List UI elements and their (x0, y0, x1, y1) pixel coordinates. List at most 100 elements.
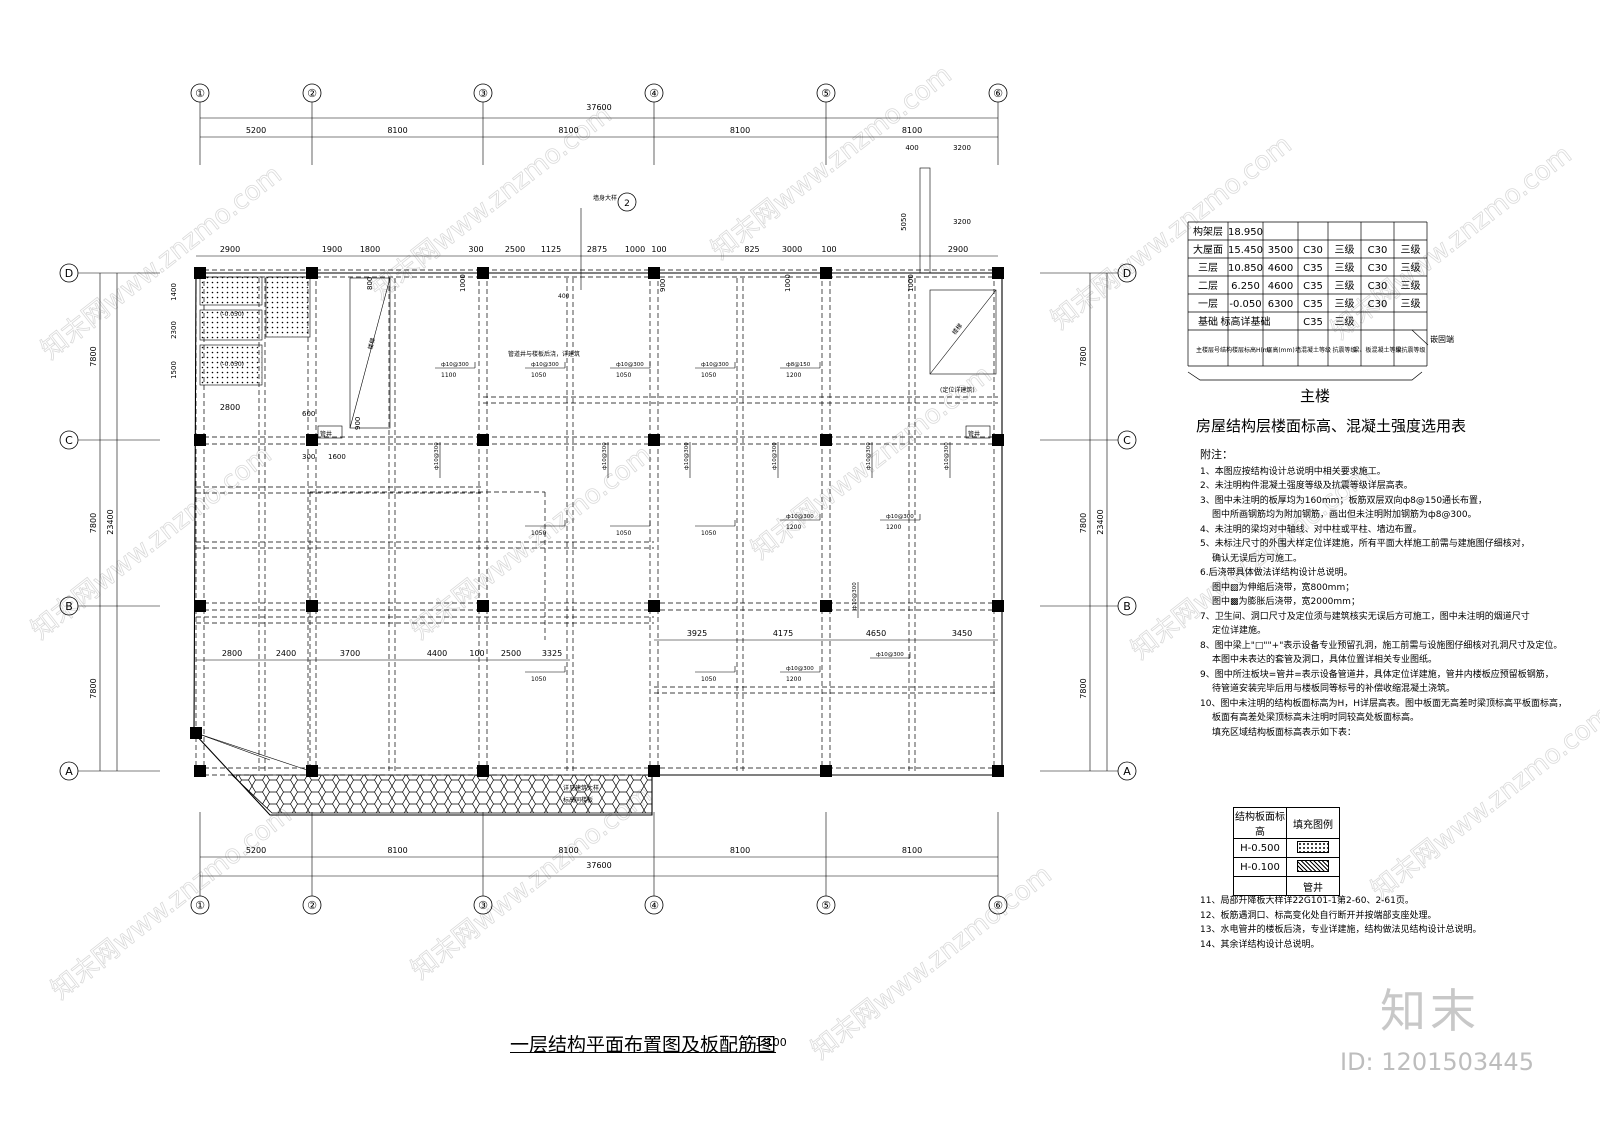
note-item: 3、图中未注明的板厚均为160mm；板筋双层双向ф8@150通长布置， (1200, 495, 1488, 506)
column (648, 600, 660, 612)
strip-note: 详见建筑大样 (563, 784, 599, 792)
note-item: 2、未注明构件混凝土强度等级及抗震等级详层高表。 (1200, 481, 1413, 491)
table-cell: 三级 (1335, 262, 1355, 274)
rebar-label: ф10@300 (684, 442, 690, 470)
rebar-label: ф10@300 (852, 582, 858, 610)
dim-inner: 1400 (170, 283, 178, 301)
axis-label: ④ (649, 87, 659, 100)
fill-symbol-dots (1286, 838, 1340, 858)
dotted-slab (265, 276, 311, 338)
dim-overall: 37600 (586, 861, 611, 870)
axis-label: ③ (478, 899, 488, 912)
dim-inner: 1500 (170, 361, 178, 379)
dim-right: 3200 (953, 144, 971, 152)
dim-spacing: 7800 (1079, 513, 1088, 533)
table-cell: 三级 (1335, 298, 1355, 310)
axis-label: ① (195, 87, 205, 100)
notes-panel: 附注： 1、本图应按结构设计总说明中相关要求施工。 2、未注明构件混凝土强度等级… (1200, 448, 1567, 740)
table-header: 梁抗震等级 (1395, 346, 1425, 354)
column (820, 434, 832, 446)
slab-elevation: (-0.050) (220, 361, 244, 368)
dim-upper: 2900 (220, 245, 240, 254)
dim-upper: 100 (651, 245, 666, 254)
axis-label: A (1123, 765, 1131, 778)
note-item: 图中▨为伸缩后浇带，宽800mm； (1212, 582, 1355, 593)
rebar-label: ф10@300 (944, 442, 950, 470)
column (992, 267, 1004, 279)
table-cell: 三层 (1198, 262, 1218, 274)
watermark-brand: 知末 (1380, 984, 1480, 1038)
rebar-label: ф8@150 (786, 362, 811, 368)
dim-spacing: 8100 (902, 126, 922, 135)
note-item: 5、未标注尺寸的外围大样定位详建施，所有平面大样施工前需与建施图仔细核对， (1200, 539, 1530, 549)
detail-label: 墙身大样 (593, 194, 617, 202)
table-cell: 标高详基础 (1221, 315, 1271, 328)
table-cell: 基础 (1198, 315, 1218, 328)
column (306, 600, 318, 612)
dim-misc: 600 (302, 410, 315, 418)
table-cell: C30 (1368, 299, 1388, 310)
watermark-text: 知末网www.znzmo.com (46, 800, 298, 1006)
dim-spacing: 5200 (246, 846, 266, 855)
note-item: 6.后浇带具体做法详结构设计总说明。 (1200, 568, 1353, 578)
note-item: 板面有高差处梁顶标高未注明时同较高处板面标高。 (1212, 713, 1420, 723)
embed-label: 嵌固端 (1430, 334, 1454, 344)
rebar-label: ф10@300 (866, 442, 872, 470)
table-cell: 二层 (1198, 280, 1218, 292)
strip-note: 标高同楼板 (563, 796, 593, 804)
hex-hatched-strip (230, 774, 653, 814)
slab-elevation: (-0.050) (220, 311, 244, 318)
dim-upper: 1800 (360, 245, 380, 254)
rebar-length: 1100 (441, 372, 456, 379)
watermark-text: 知末网www.znzmo.com (26, 440, 278, 646)
dim-upper: 2500 (505, 245, 525, 254)
dim-rowb: 2800 (222, 649, 242, 658)
drawing-scale: 1:100 (755, 1036, 787, 1049)
table-cell: 4600 (1268, 281, 1293, 292)
table-header: 抗震等级 (1332, 346, 1356, 354)
dim-upper: 2900 (948, 245, 968, 254)
fill-legend-table: 结构板面标高 填充图例 H-0.500 H-0.100 管井 (1233, 807, 1340, 896)
building-outline (193, 272, 1003, 816)
dim-spacing: 7800 (89, 513, 98, 533)
column (992, 765, 1004, 777)
table-header: 梁、板混凝土等级 (1353, 346, 1401, 354)
axis-label: ⑥ (993, 899, 1003, 912)
note-item: 图中▩为膨胀后浇带，宽2000mm； (1212, 597, 1360, 607)
table-cell: C35 (1303, 263, 1323, 274)
table-caption: 房屋结构层楼面标高、混凝土强度选用表 (1196, 417, 1467, 435)
table-cell: C35 (1303, 299, 1323, 310)
axis-label: C (1123, 434, 1131, 447)
dim-spacing: 8100 (558, 846, 578, 855)
dim-upper: 1000 (625, 245, 645, 254)
dim-spacing: 7800 (89, 346, 98, 366)
table-cell: 三级 (1335, 316, 1355, 328)
table-cell: 三级 (1401, 244, 1421, 256)
pipe-label: 管井 (320, 430, 332, 438)
dim-spacing: 8100 (902, 846, 922, 855)
dotted-slab (199, 276, 263, 306)
table-cell: C30 (1303, 245, 1323, 256)
dim-right: 5050 (900, 213, 908, 231)
column (477, 600, 489, 612)
note-item: 本图中未表达的套管及洞口，具体位置详相关专业图纸。 (1212, 655, 1438, 665)
rebar-length: 1200 (786, 676, 801, 683)
table-cell: 一层 (1198, 298, 1218, 310)
dim-spacing: 7800 (1079, 678, 1088, 698)
rebar-label: ф10@300 (786, 666, 814, 672)
column (194, 267, 206, 279)
dim-overall: 23400 (1096, 509, 1105, 534)
dim-upper: 1125 (541, 245, 561, 254)
dim-rowb: 4650 (866, 629, 886, 638)
dim-misc: 900 (659, 279, 667, 292)
dim-misc: 300 (302, 453, 315, 461)
note-item: 1、本图应按结构设计总说明中相关要求施工。 (1200, 466, 1386, 477)
rebar-length: 1050 (616, 530, 631, 537)
rebar-length: 1050 (531, 530, 546, 537)
diagonal-line (195, 732, 271, 761)
rebar-label: ф10@300 (772, 442, 778, 470)
note-item: 8、图中梁上"□""+"表示设备专业预留孔洞，施工前需与设施图仔细核对孔洞尺寸及… (1200, 640, 1563, 651)
rebar-label: ф10@300 (701, 362, 729, 368)
